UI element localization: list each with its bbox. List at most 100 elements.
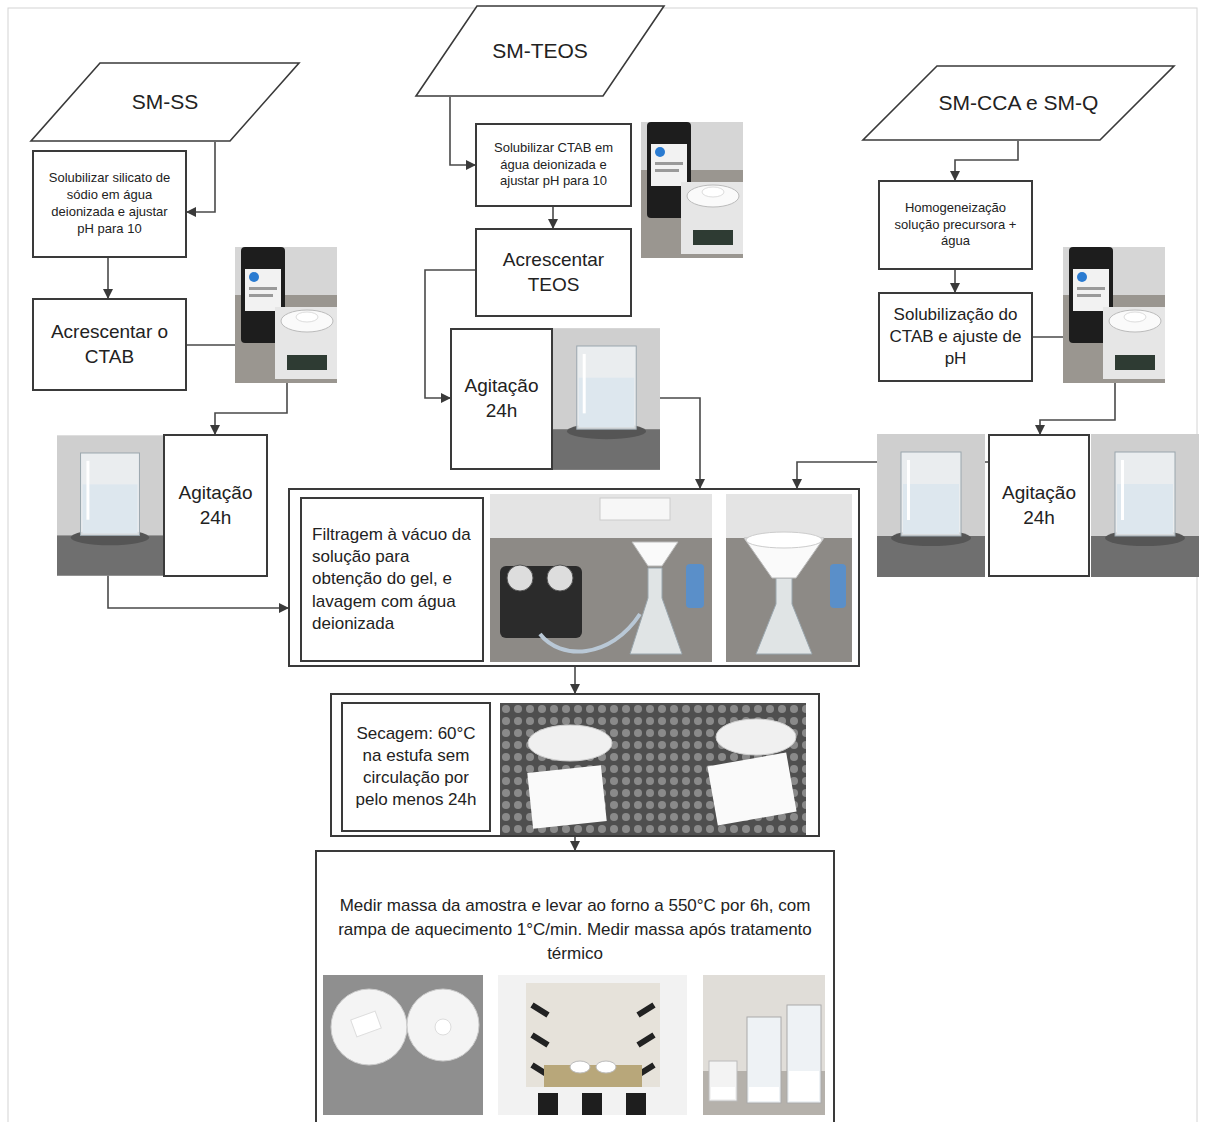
step-text: Medir massa da amostra e levar ao forno … (331, 894, 819, 965)
process-box: Solubilização do CTAB e ajuste de pH (878, 292, 1033, 382)
process-box: Filtragem à vácuo da solução para obtenç… (300, 497, 484, 662)
silica-powder (711, 1087, 735, 1099)
pressure-gauge (507, 565, 533, 591)
furnace-bar (538, 1093, 558, 1115)
funnel-photo (726, 494, 852, 662)
step-text: Homogeneização solução precursora + água (888, 200, 1023, 251)
bench-top (490, 538, 712, 662)
silica-powder (789, 1071, 819, 1101)
furnace-bar (582, 1093, 602, 1115)
furnace-bar (626, 1093, 646, 1115)
photo-ground (703, 975, 825, 1115)
step-text: Solubilizar silicato de sódio em água de… (42, 170, 177, 238)
beaker-photo (57, 435, 163, 575)
crucible (596, 1061, 616, 1073)
step-frame: Medir massa da amostra e levar ao forno … (315, 850, 835, 1122)
process-box: Agitação 24h (988, 434, 1090, 577)
kitasato-flask (630, 568, 682, 654)
step-text: Acrescentar o CTAB (42, 320, 177, 369)
wall-outlet (600, 498, 670, 520)
petri-dish (528, 725, 612, 761)
drying-oven-photo (500, 703, 806, 835)
parallelogram-shape (863, 66, 1174, 140)
sample-jar (787, 1005, 821, 1103)
beaker-photo (877, 434, 985, 577)
step-text: Agitação 24h (460, 374, 543, 423)
dried-sample (435, 1019, 451, 1035)
muffle-furnace-photo (498, 975, 687, 1115)
process-box: Secagem: 60°C na estufa sem circulação p… (341, 702, 491, 832)
furnace-plate (544, 1065, 642, 1087)
step-text: SM-SS (73, 88, 257, 115)
vacuum-hose (540, 614, 640, 652)
dried-sample (351, 1011, 382, 1037)
silica-powder (749, 1087, 779, 1101)
process-box: Solubilizar silicato de sódio em água de… (32, 150, 187, 258)
buchner-funnel (632, 542, 678, 566)
process-box: Agitação 24h (163, 434, 268, 577)
step-text: SM-CCA e SM-Q (908, 89, 1129, 116)
sample-jars-photo (703, 975, 825, 1115)
step-frame: Filtragem à vácuo da solução para obtenç… (288, 488, 860, 667)
flow-arrow (574, 667, 576, 693)
step-text: Agitação 24h (998, 481, 1080, 530)
step-text: Acrescentar TEOS (485, 248, 622, 297)
sample-jar (747, 1017, 781, 1103)
flow-arrow (574, 837, 576, 850)
pressure-gauge (547, 565, 573, 591)
flow-arrow (955, 141, 1018, 180)
process-box: Solubilizar CTAB em água deionizada e aj… (475, 123, 632, 207)
step-frame: Secagem: 60°C na estufa sem circulação p… (330, 693, 820, 837)
process-box: Acrescentar o CTAB (32, 298, 187, 391)
crucible-photo (323, 975, 483, 1115)
flow-arrow (107, 258, 109, 298)
page-border (8, 8, 1197, 1122)
oven-grid (500, 703, 806, 835)
wash-bottle (830, 564, 846, 608)
sample-note (707, 753, 796, 826)
beaker-photo (553, 328, 660, 470)
furnace-front (498, 975, 687, 1115)
crucible (407, 989, 479, 1061)
flow-arrow (187, 142, 215, 212)
photo-ground (323, 975, 483, 1115)
sample-jar (709, 1061, 737, 1101)
sample-note (527, 765, 606, 828)
input-parallelogram: SM-TEOS (415, 5, 665, 97)
balance-photo (1063, 247, 1165, 383)
process-box: Homogeneização solução precursora + água (878, 180, 1033, 270)
process-box: Agitação 24h (450, 328, 553, 470)
balance-photo (641, 122, 743, 258)
photo-ground (726, 494, 852, 662)
furnace-chamber (526, 983, 660, 1087)
photo-ground (490, 494, 712, 662)
flow-arrow (552, 207, 554, 228)
process-box: Acrescentar TEOS (475, 228, 632, 317)
flow-arrow (450, 97, 475, 165)
crucible (570, 1061, 590, 1073)
oven-shelf (500, 703, 806, 835)
vacuum-pump-photo (490, 494, 712, 662)
wash-bottle (686, 564, 704, 608)
vacuum-pump (500, 566, 582, 638)
crucible (331, 989, 407, 1065)
petri-dish (716, 719, 796, 755)
input-parallelogram: SM-SS (30, 62, 300, 142)
step-text: SM-TEOS (454, 37, 626, 64)
bench-top (726, 538, 852, 662)
parallelogram-shape (31, 63, 299, 141)
step-text: Solubilizar CTAB em água deionizada e aj… (485, 140, 622, 191)
heating-element (532, 1005, 654, 1075)
step-text: Solubilização do CTAB e ajuste de pH (888, 304, 1023, 370)
step-text: Secagem: 60°C na estufa sem circulação p… (351, 723, 481, 811)
step-text: Agitação 24h (173, 481, 258, 530)
flow-arrow (954, 270, 956, 292)
gel-cake (746, 532, 822, 548)
parallelogram-shape (416, 6, 664, 96)
kitasato-flask (756, 578, 812, 654)
beaker-photo (1091, 434, 1199, 577)
step-text: Filtragem à vácuo da solução para obtenç… (312, 524, 474, 634)
balance-photo (235, 247, 337, 383)
input-parallelogram: SM-CCA e SM-Q (862, 65, 1175, 141)
